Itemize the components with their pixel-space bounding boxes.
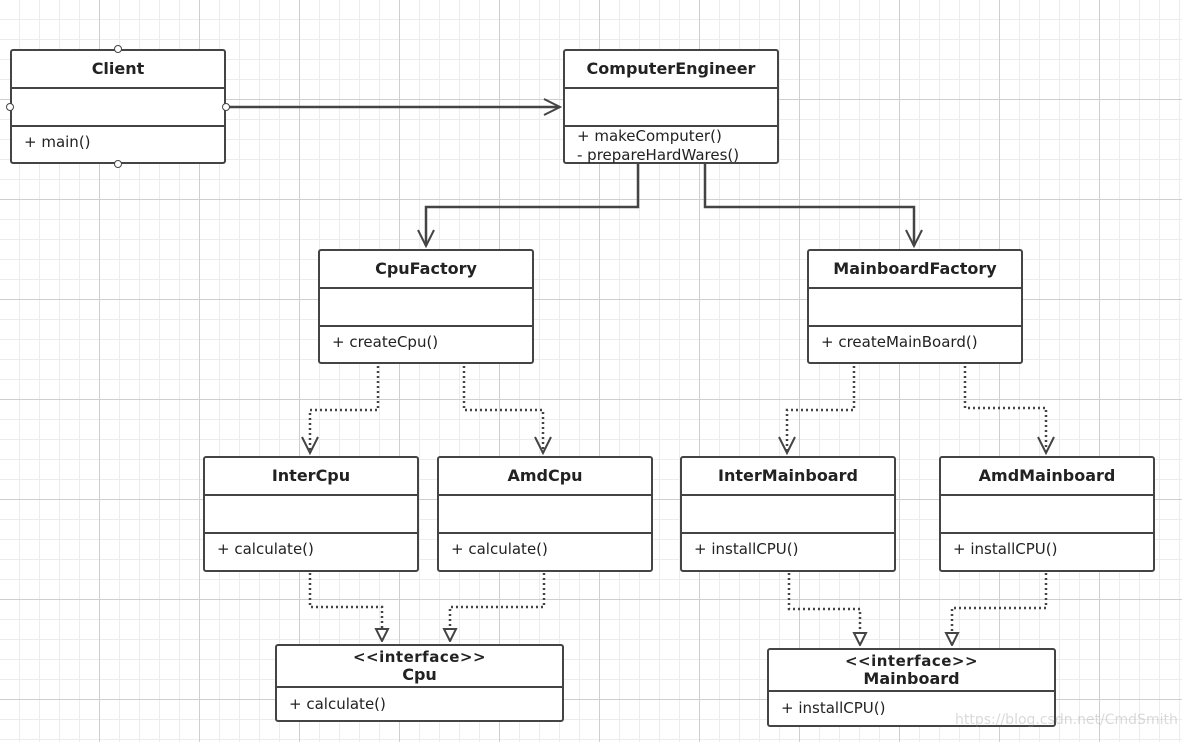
class-cpu-factory[interactable]: CpuFactory + createCpu() <box>318 249 534 364</box>
class-client[interactable]: Client + main() <box>10 49 226 164</box>
class-operations: + installCPU() <box>769 692 1054 718</box>
class-attributes <box>320 289 532 327</box>
class-name: ComputerEngineer <box>565 51 777 89</box>
class-name: CpuFactory <box>320 251 532 289</box>
interface-cpu[interactable]: <<interface>> Cpu + calculate() <box>275 644 564 722</box>
real-intercpu-cpu <box>308 573 382 641</box>
class-inter-cpu[interactable]: InterCpu + calculate() <box>203 456 419 572</box>
class-operations: + createCpu() <box>320 327 532 352</box>
operation: + createCpu() <box>332 333 439 351</box>
class-computer-engineer[interactable]: ComputerEngineer + makeComputer() - prep… <box>563 49 779 164</box>
class-operations: + createMainBoard() <box>809 327 1021 352</box>
class-attributes <box>12 89 224 127</box>
class-name: InterMainboard <box>682 458 894 496</box>
watermark-text: https://blog.csdn.net/CmdSmith <box>955 712 1178 728</box>
real-amdcpu-cpu <box>450 573 546 641</box>
assoc-engineer-mainboardfactory <box>703 164 914 246</box>
operation: + installCPU() <box>953 540 1058 558</box>
class-amd-mainboard[interactable]: AmdMainboard + installCPU() <box>939 456 1155 572</box>
operation: + makeComputer() <box>577 127 722 145</box>
stereotype-label: <<interface>> <box>844 652 979 670</box>
class-operations: + installCPU() <box>941 534 1153 559</box>
dep-cpufactory-amdcpu <box>462 366 543 453</box>
class-name: InterCpu <box>205 458 417 496</box>
class-name: MainboardFactory <box>809 251 1021 289</box>
selection-handle-bottom[interactable] <box>114 160 122 168</box>
class-operations: + makeComputer() - prepareHardWares() <box>565 127 777 165</box>
class-operations: + main() <box>12 127 224 152</box>
operation: + calculate() <box>217 540 314 558</box>
selection-handle-top[interactable] <box>114 45 122 53</box>
operation: + calculate() <box>451 540 548 558</box>
operation: + installCPU() <box>781 699 886 717</box>
dep-mbfactory-amdmainboard <box>963 366 1046 453</box>
assoc-engineer-cpufactory <box>426 164 640 246</box>
class-name: Client <box>12 51 224 89</box>
dep-cpufactory-intercpu <box>310 366 380 453</box>
class-name: Cpu <box>402 665 437 684</box>
class-operations: + calculate() <box>205 534 417 559</box>
class-name: AmdMainboard <box>941 458 1153 496</box>
class-operations: + calculate() <box>277 688 562 714</box>
real-amdmainboard-mainboard <box>952 573 1048 645</box>
class-attributes <box>809 289 1021 327</box>
class-inter-mainboard[interactable]: InterMainboard + installCPU() <box>680 456 896 572</box>
class-name: AmdCpu <box>439 458 651 496</box>
class-attributes <box>682 496 894 534</box>
class-operations: + installCPU() <box>682 534 894 559</box>
class-mainboard-factory[interactable]: MainboardFactory + createMainBoard() <box>807 249 1023 364</box>
interface-mainboard[interactable]: <<interface>> Mainboard + installCPU() <box>767 648 1056 727</box>
class-attributes <box>439 496 651 534</box>
class-operations: + calculate() <box>439 534 651 559</box>
class-amd-cpu[interactable]: AmdCpu + calculate() <box>437 456 653 572</box>
operation: + installCPU() <box>694 540 799 558</box>
dep-mbfactory-intermainboard <box>787 366 856 453</box>
class-attributes <box>205 496 417 534</box>
selection-handle-left[interactable] <box>6 103 14 111</box>
class-name-block: <<interface>> Mainboard <box>769 650 1054 692</box>
operation: + main() <box>24 133 91 151</box>
operation: - prepareHardWares() <box>577 146 740 164</box>
class-attributes <box>565 89 777 127</box>
operation: + createMainBoard() <box>821 333 978 351</box>
class-attributes <box>941 496 1153 534</box>
operation: + calculate() <box>289 695 386 713</box>
stereotype-label: <<interface>> <box>352 648 487 666</box>
class-name-block: <<interface>> Cpu <box>277 646 562 688</box>
selection-handle-right[interactable] <box>222 103 230 111</box>
real-intermainboard-mainboard <box>787 573 860 645</box>
class-name: Mainboard <box>863 669 960 688</box>
